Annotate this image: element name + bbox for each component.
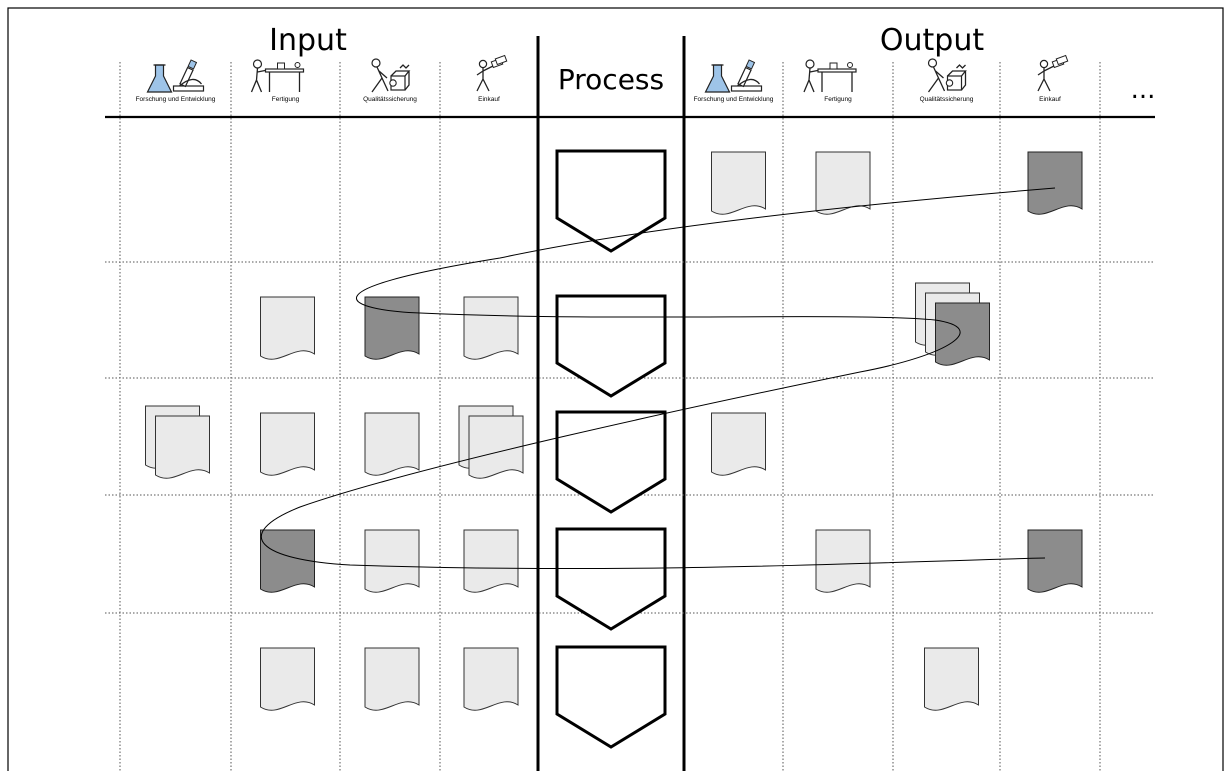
document bbox=[364, 647, 420, 711]
process-step bbox=[555, 294, 667, 398]
input-lab-icon bbox=[146, 59, 205, 93]
document-stack-front bbox=[468, 415, 524, 479]
process-step bbox=[555, 645, 667, 749]
process-step bbox=[555, 149, 667, 253]
documents bbox=[145, 151, 1083, 711]
column-headers: Forschung und Entwicklung Fertigung Qualit… bbox=[136, 54, 1069, 103]
output-column-label: Forschung und Entwicklung bbox=[694, 96, 774, 103]
output-header: Output bbox=[880, 23, 984, 58]
output-column-label: Einkauf bbox=[1039, 96, 1061, 103]
output-quality-inspection-icon bbox=[927, 58, 967, 93]
document bbox=[260, 647, 315, 711]
document-dark bbox=[1027, 529, 1083, 593]
document bbox=[924, 647, 979, 711]
output-purchasing-icon bbox=[1037, 54, 1069, 92]
document bbox=[463, 647, 519, 711]
document bbox=[364, 412, 420, 476]
document-dark bbox=[364, 296, 420, 360]
document bbox=[260, 412, 315, 476]
process-steps bbox=[555, 149, 667, 749]
output-lab-icon bbox=[704, 59, 763, 93]
input-quality-inspection-icon bbox=[371, 58, 411, 93]
document bbox=[364, 529, 420, 593]
input-manufacturing-icon bbox=[250, 59, 305, 93]
process-step bbox=[555, 410, 667, 514]
document bbox=[711, 151, 766, 215]
input-column-label: Qualitätssicherung bbox=[363, 96, 417, 103]
document bbox=[815, 151, 871, 215]
process-step bbox=[555, 527, 667, 631]
process-header: Process bbox=[558, 63, 664, 96]
document bbox=[463, 529, 519, 593]
information-flow-line bbox=[260, 187, 1056, 570]
document-stack-front-dark bbox=[935, 302, 990, 366]
input-column-label: Forschung und Entwicklung bbox=[136, 96, 216, 103]
document-dark bbox=[260, 529, 315, 593]
output-manufacturing-icon bbox=[803, 59, 857, 93]
document-dark bbox=[1027, 151, 1083, 215]
input-header: Input bbox=[269, 23, 347, 58]
input-purchasing-icon bbox=[476, 54, 508, 92]
diagram-frame bbox=[7, 7, 1224, 771]
output-column-label: Qualitätssicherung bbox=[920, 96, 974, 103]
document-stack-front bbox=[155, 415, 210, 479]
output-column-label: Fertigung bbox=[824, 96, 852, 103]
input-column-label: Einkauf bbox=[478, 96, 500, 103]
more-columns-ellipsis: ... bbox=[1131, 75, 1156, 105]
document bbox=[260, 296, 315, 360]
document bbox=[815, 529, 871, 593]
document bbox=[711, 412, 766, 476]
input-column-label: Fertigung bbox=[272, 96, 300, 103]
document bbox=[463, 296, 519, 360]
